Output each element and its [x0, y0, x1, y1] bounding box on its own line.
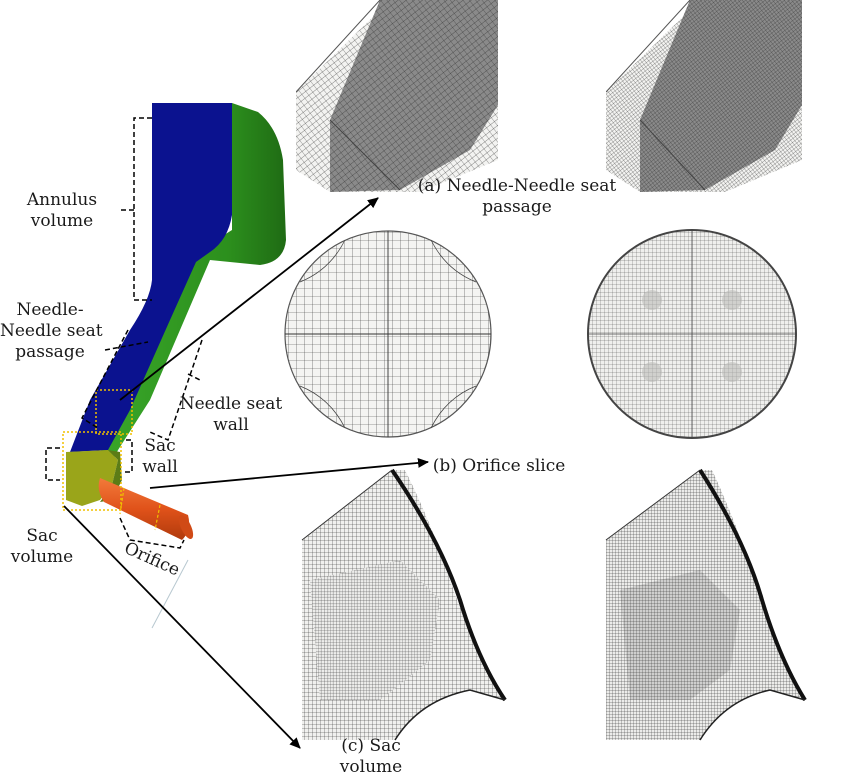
label-sac-wall-line1: Sac — [144, 436, 176, 456]
caption-a-line2: passage — [482, 197, 552, 217]
caption-b: (b) Orifice slice — [424, 456, 574, 477]
label-sac-volume-line1: Sac — [26, 526, 58, 546]
caption-c: (c) Sac volume — [316, 736, 426, 778]
annulus-volume-surface — [70, 103, 232, 452]
sac-wall-bracket — [124, 439, 133, 473]
label-annulus-line2: volume — [30, 211, 94, 231]
highlight-box-passage — [95, 389, 133, 435]
mesh-c-coarse — [301, 468, 507, 741]
label-needle-seat-wall-line2: wall — [213, 415, 249, 435]
label-annulus: Annulus volume — [22, 190, 102, 232]
label-needle-seat-wall-line1: Needle seat — [179, 394, 283, 414]
arrow-to-b — [149, 457, 429, 489]
caption-b-line1: (b) Orifice slice — [432, 456, 566, 476]
mesh-c-fine — [605, 468, 807, 741]
orifice-bracket — [119, 517, 185, 549]
label-sac-wall-line2: wall — [142, 457, 178, 477]
label-annulus-line1: Annulus — [26, 190, 98, 210]
mesh-a-coarse — [296, 0, 498, 192]
label-needle-seat-wall: Needle seat wall — [176, 394, 286, 436]
orifice-surface — [98, 478, 190, 540]
label-sac-volume: Sac volume — [0, 526, 84, 568]
annulus-bracket — [120, 117, 152, 301]
label-sac-wall: Sac wall — [132, 436, 188, 478]
passage-bracket — [81, 329, 149, 429]
needle-seat-wall-bracket — [149, 339, 203, 442]
caption-c-line1: (c) Sac — [341, 736, 401, 756]
label-needle-passage-line3: passage — [15, 342, 85, 362]
caption-a: (a) Needle-Needle seat passage — [412, 176, 622, 218]
axis-line — [151, 559, 189, 629]
orifice-exit-face — [178, 515, 194, 539]
injector-geometry — [45, 103, 286, 629]
label-sac-volume-line2: volume — [10, 547, 74, 567]
arrow-to-a — [119, 197, 379, 401]
mesh-b-coarse — [284, 230, 492, 438]
label-needle-passage-line1: Needle- — [16, 300, 84, 320]
arrow-to-c — [63, 505, 301, 749]
mesh-b-fine — [587, 229, 797, 439]
sac-volume-bracket — [45, 447, 60, 481]
caption-c-line2: volume — [339, 757, 403, 777]
highlight-box-sac — [62, 431, 122, 511]
mesh-a-fine — [606, 0, 802, 192]
label-needle-passage: Needle- Needle seat passage — [0, 300, 103, 363]
caption-a-line1: (a) Needle-Needle seat — [417, 176, 617, 196]
label-needle-passage-line2: Needle seat — [0, 321, 103, 341]
